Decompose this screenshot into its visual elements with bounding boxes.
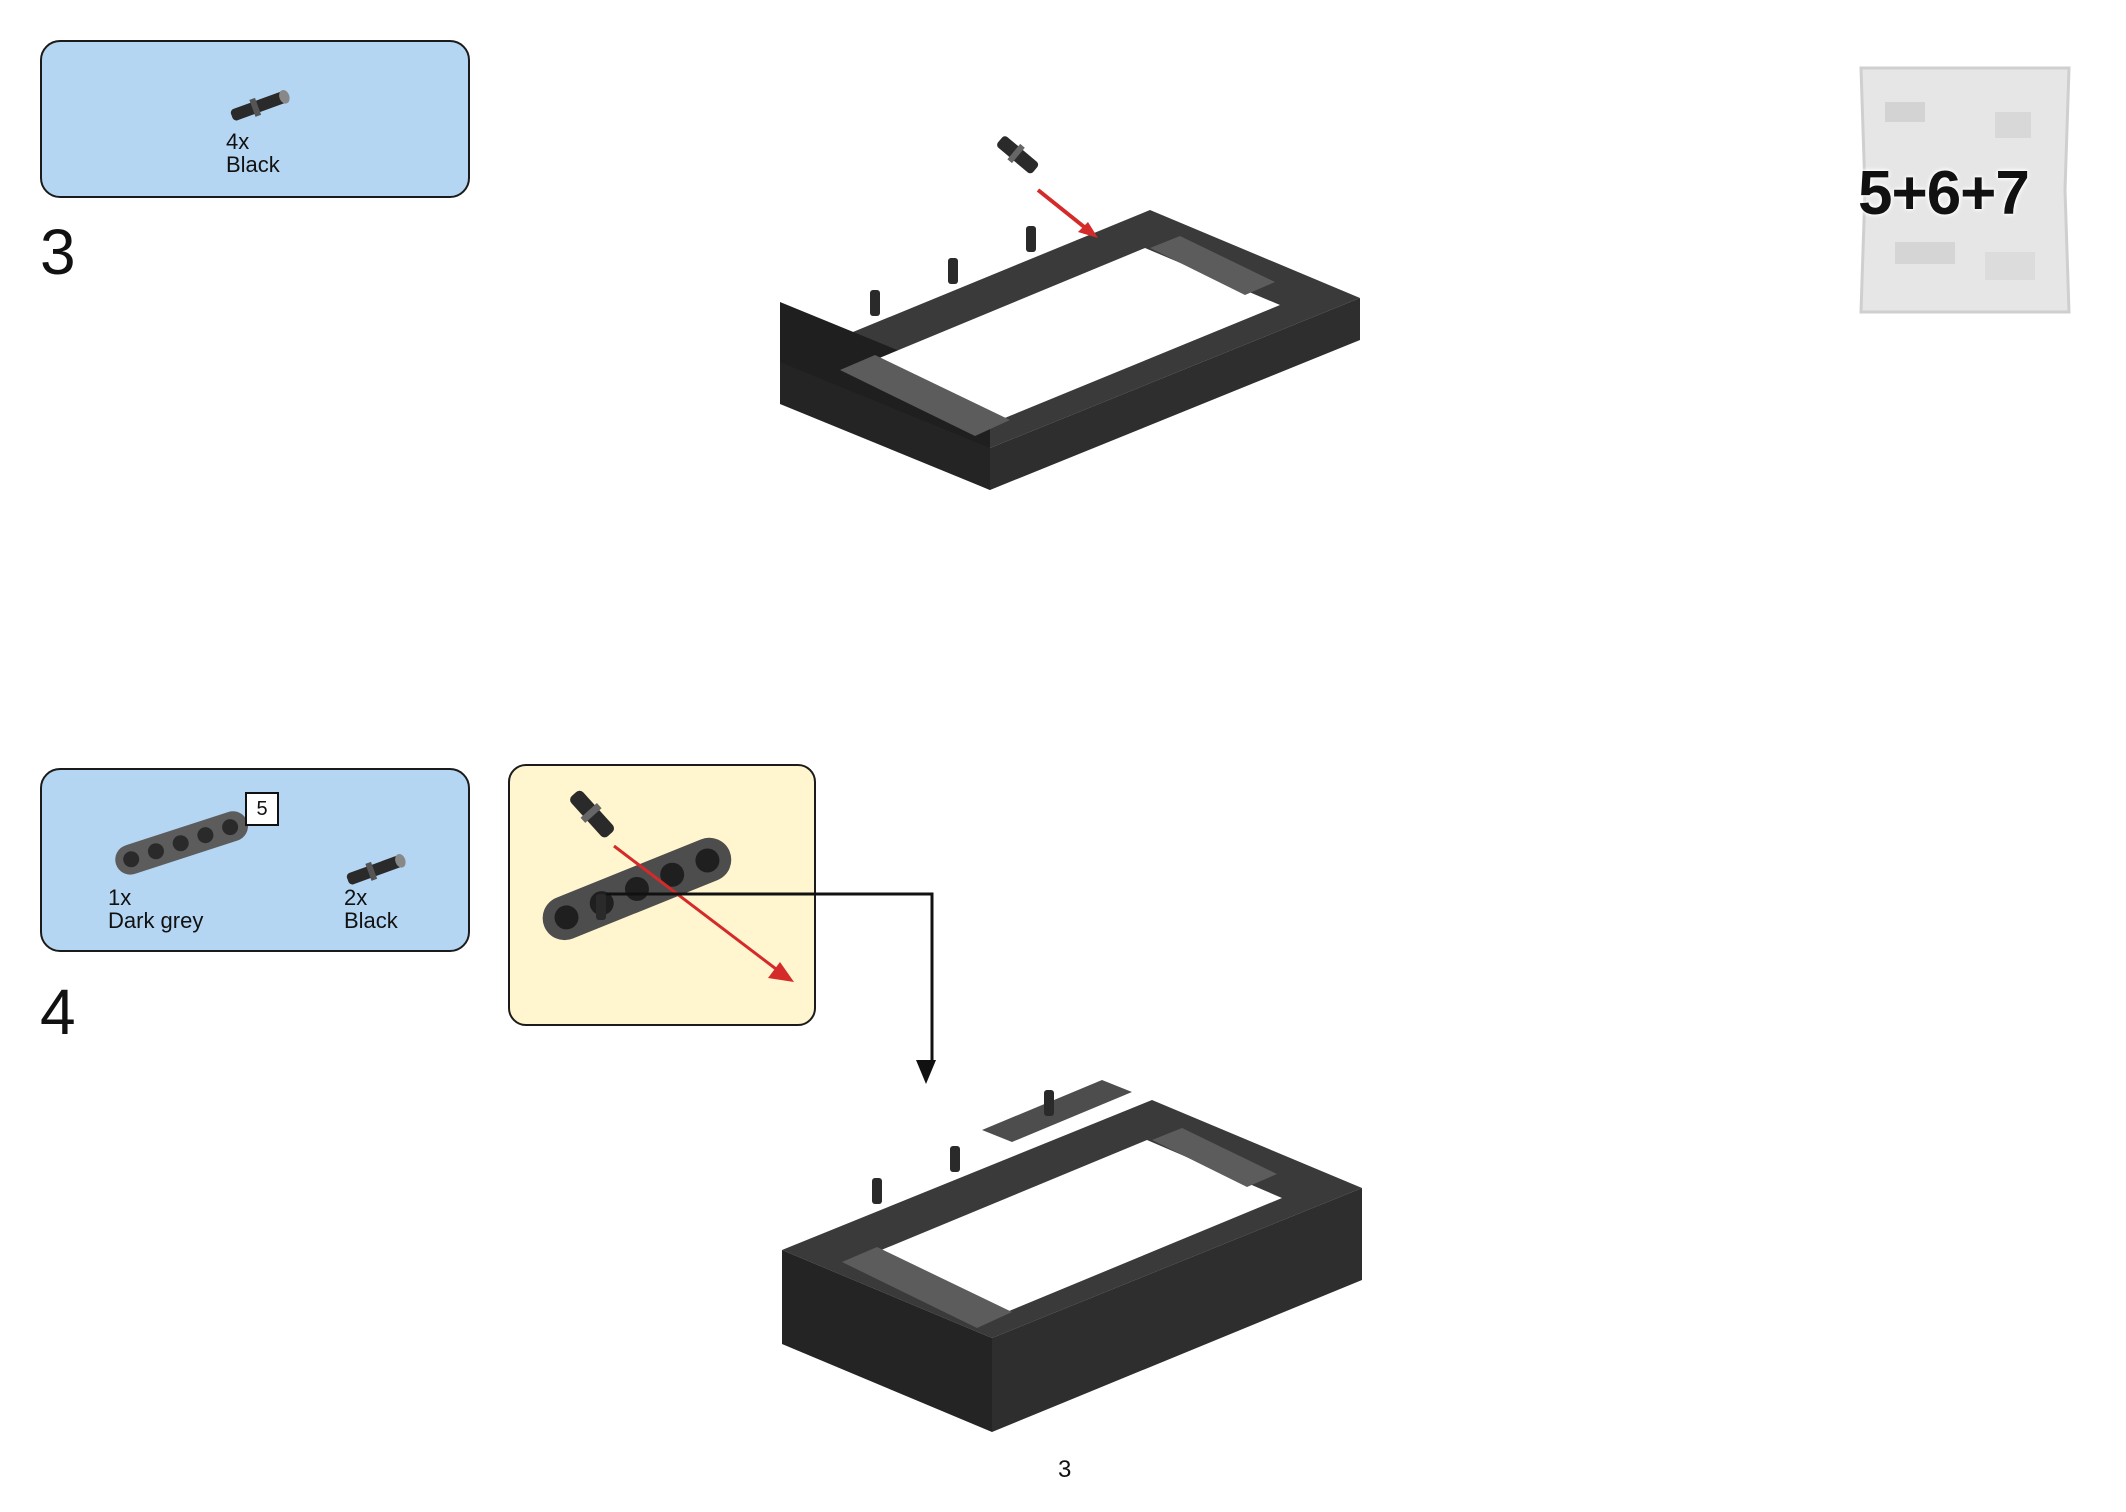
insert-arrow bbox=[613, 844, 781, 974]
beam-length-badge: 5 bbox=[245, 792, 279, 826]
step4-assembly-illustration bbox=[782, 1080, 1362, 1432]
beam-added bbox=[982, 1080, 1132, 1142]
beam-right bbox=[1152, 1128, 1277, 1187]
step-number: 3 bbox=[40, 216, 76, 288]
pins-row bbox=[872, 1090, 1054, 1204]
part-quantity: 1x bbox=[108, 885, 132, 910]
callout-connector-arrow bbox=[606, 892, 936, 1084]
parts-bag-icon bbox=[1859, 66, 2071, 314]
bag-number-label: 5+6+7 bbox=[1858, 159, 2030, 228]
step4-parts-box: 5 1x Dark grey 2x Black bbox=[40, 768, 470, 952]
insert-arrow-head bbox=[1078, 222, 1098, 238]
axle-pin-icon bbox=[230, 89, 290, 121]
subassembly-illustration bbox=[542, 790, 794, 982]
beam-5-icon bbox=[542, 837, 732, 941]
beam-left bbox=[840, 355, 1010, 436]
part-label-axle-pin: 2x Black bbox=[344, 886, 398, 932]
step3-parts-box: 4x Black bbox=[40, 40, 470, 198]
step-number: 4 bbox=[40, 976, 76, 1048]
insert-arrow-head bbox=[768, 962, 794, 982]
part-quantity: 2x bbox=[344, 885, 368, 910]
part-quantity: 4x bbox=[226, 129, 250, 154]
beam-left bbox=[842, 1247, 1012, 1328]
axle-pin-icon bbox=[997, 136, 1039, 174]
page-number: 3 bbox=[1058, 1456, 1072, 1483]
pins-row bbox=[870, 226, 1036, 316]
part-label-axle-pin: 4x Black bbox=[226, 130, 280, 176]
part-color: Black bbox=[226, 152, 280, 177]
axle-pin-icon bbox=[570, 790, 615, 838]
beam-right bbox=[1150, 236, 1275, 295]
beam-5-icon bbox=[115, 811, 248, 875]
liftarm-frame bbox=[780, 210, 1360, 490]
part-color: Dark grey bbox=[108, 908, 204, 933]
step3-assembly-illustration bbox=[780, 136, 1360, 490]
part-color: Black bbox=[344, 908, 398, 933]
insert-arrow bbox=[1036, 188, 1090, 232]
axle-pin-icon bbox=[346, 853, 406, 885]
pin-in-beam bbox=[596, 894, 606, 920]
part-label-beam: 1x Dark grey bbox=[108, 886, 203, 932]
